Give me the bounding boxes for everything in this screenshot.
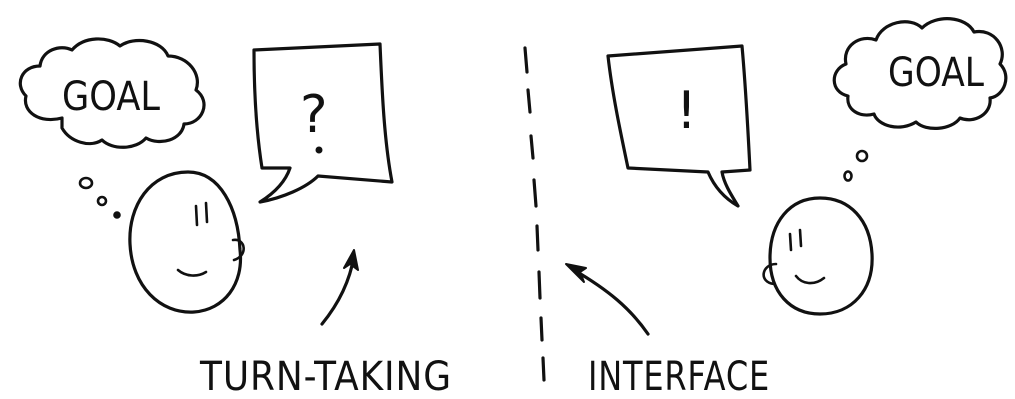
left-thought-bubble-small	[113, 211, 121, 219]
left-thought-bubble-medium	[96, 195, 108, 207]
left-speech-bubble	[252, 42, 394, 204]
right-eye-2	[798, 228, 803, 248]
left-speech-mark: ?	[300, 85, 328, 145]
label-turn-taking: TURN-TAKING	[199, 354, 452, 394]
right-arrow-head	[565, 263, 587, 283]
right-mouth	[794, 274, 826, 285]
left-arrow-head	[343, 249, 359, 271]
right-head	[768, 196, 874, 316]
left-ear	[231, 238, 245, 262]
right-thought-text: GOAL	[888, 50, 985, 96]
left-head	[128, 170, 243, 314]
left-arrow-shaft	[320, 254, 356, 326]
interface-divider	[523, 46, 546, 382]
left-thought-text: GOAL	[62, 74, 161, 120]
right-ear	[762, 262, 778, 286]
left-mouth	[176, 268, 208, 277]
left-thought-bubble-large	[78, 176, 94, 190]
right-arrow-shaft	[572, 268, 650, 336]
right-speech-bubble	[606, 44, 752, 208]
right-thought-cloud	[832, 17, 1008, 130]
left-eye-2	[204, 201, 209, 224]
right-eye-1	[788, 232, 793, 252]
left-thought-cloud	[18, 37, 206, 149]
left-eye-1	[194, 204, 199, 227]
label-interface: INTERFACE	[588, 354, 770, 394]
left-speech-dot	[315, 146, 323, 154]
right-thought-bubble-large	[855, 149, 869, 163]
right-thought-bubble-small	[843, 170, 853, 182]
right-speech-mark: !	[676, 81, 697, 141]
